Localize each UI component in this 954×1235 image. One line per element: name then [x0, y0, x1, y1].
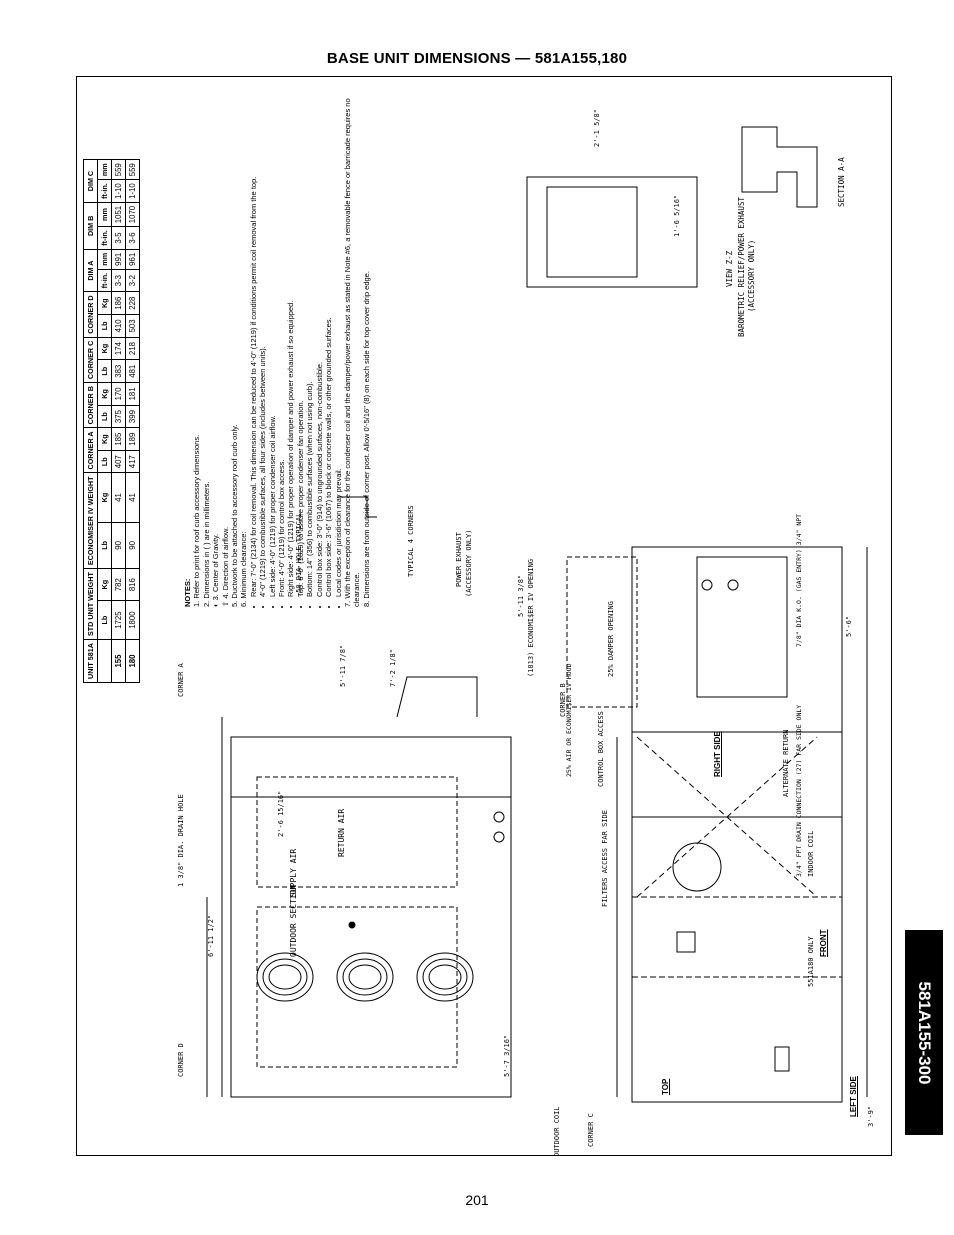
dim-label: 5'-11 3/8" — [517, 574, 525, 617]
label-dia-hole: .50 DIA HOLE TYPICAL — [295, 512, 303, 597]
dim-label: 6'-11 1/2" — [207, 914, 215, 957]
label-alt-return: ALTERNATE RETURN — [782, 729, 790, 797]
gas-ko — [701, 579, 713, 591]
fan-2 — [336, 952, 394, 1002]
label-return-air: RETURN AIR — [337, 808, 346, 857]
label-view-zz: VIEW Z-Z — [725, 250, 734, 287]
label-section-aa: SECTION A-A — [837, 157, 846, 207]
dim-label: 2'-1 5/8" — [593, 109, 601, 147]
label-filters: FILTERS ACCESS FAR SIDE — [601, 810, 609, 907]
page-title: BASE UNIT DIMENSIONS — 581A155,180 — [326, 50, 628, 67]
fan-3 — [416, 952, 474, 1002]
supply-opening — [256, 906, 458, 1068]
dim-label: 5'-6" — [845, 615, 853, 637]
label-corner-a: CORNER A — [177, 663, 185, 697]
side-tab: 581A155-300 — [905, 930, 943, 1135]
dim-label: 1'-6 5/16" — [673, 194, 681, 237]
drawing-frame: UNIT 581A STD UNIT WEIGHT ECONOMISER IV … — [76, 76, 892, 1156]
fan-1 — [256, 952, 314, 1002]
label-gas-entry: 7/8" DIA K.O. (GAS ENTRY) 3/4" NPT — [795, 513, 803, 647]
filter-grille — [676, 931, 696, 953]
label-typical-corners: TYPICAL 4 CORNERS — [407, 505, 415, 577]
power-exhaust-hood — [396, 676, 478, 718]
dim-label: 5'-7 3/16" — [503, 1034, 511, 1077]
label-econ-opening: (1813) ECONOMI$ER IV OPENING — [527, 558, 535, 677]
label-drain-conn: 3/4" FPT DRAIN CONNECTION (27) FAR SIDE … — [795, 704, 803, 877]
supply-cg-mark — [348, 921, 356, 929]
label-top: TOP — [661, 1078, 670, 1095]
typical-corner-detail — [337, 496, 377, 518]
front-view-outline — [631, 731, 843, 1103]
label-front: FRONT — [819, 929, 828, 957]
label-left-side: LEFT SIDE — [849, 1076, 858, 1117]
filter-access-circle — [672, 842, 722, 892]
right-side-outline — [631, 546, 843, 733]
label-outdoor-coil: OUTDOOR COIL — [553, 1106, 561, 1156]
label-drain-hole: 1 3/8" DIA. DRAIN HOLE — [177, 794, 185, 887]
label-model-only: 551A180 ONLY — [807, 936, 815, 987]
page-number: 201 — [465, 1192, 489, 1208]
label-right-side: RIGHT SIDE — [713, 731, 722, 777]
conc-ko — [727, 579, 739, 591]
dim-label: 5'-11 7/8" — [339, 644, 347, 687]
label-power-exhaust: POWER EXHAUST — [455, 532, 463, 587]
label-corner-c: CORNER C — [587, 1113, 595, 1147]
model-only-panel — [774, 1046, 790, 1072]
top-view-outline — [230, 736, 512, 1098]
label-baro-sub: (ACCESSORY ONLY) — [747, 239, 756, 312]
label-control-box: CONTROL BOX ACCESS — [597, 711, 605, 787]
label-corner-d: CORNER D — [177, 1043, 185, 1077]
drain-ko — [493, 811, 505, 823]
dim-label: 3'-9" — [867, 1105, 875, 1127]
label-indoor-coil: INDOOR COIL — [807, 830, 815, 877]
gas-conn-ko — [493, 831, 505, 843]
damper-opening — [696, 556, 788, 698]
label-econ-hood: 25% AIR OR ECONOMI$ER IV HOOD — [565, 663, 573, 778]
label-damper-opening: 25% DAMPER OPENING — [607, 601, 615, 677]
dim-label: 2'-6 15/16" — [277, 790, 285, 837]
label-power-exhaust-sub: (ACCESSORY ONLY) — [465, 529, 473, 597]
return-opening — [256, 776, 458, 888]
label-supply-air: SUPPLY AIR — [289, 848, 298, 897]
dim-label: 7'-2 1/8" — [389, 649, 397, 687]
label-baro: BAROMETRIC RELIEF/POWER EXHAUST — [737, 197, 746, 337]
view-zz-outline — [526, 176, 698, 288]
technical-drawing — [206, 126, 868, 1103]
section-aa-pipe — [741, 126, 818, 208]
econ-opening — [566, 556, 638, 708]
